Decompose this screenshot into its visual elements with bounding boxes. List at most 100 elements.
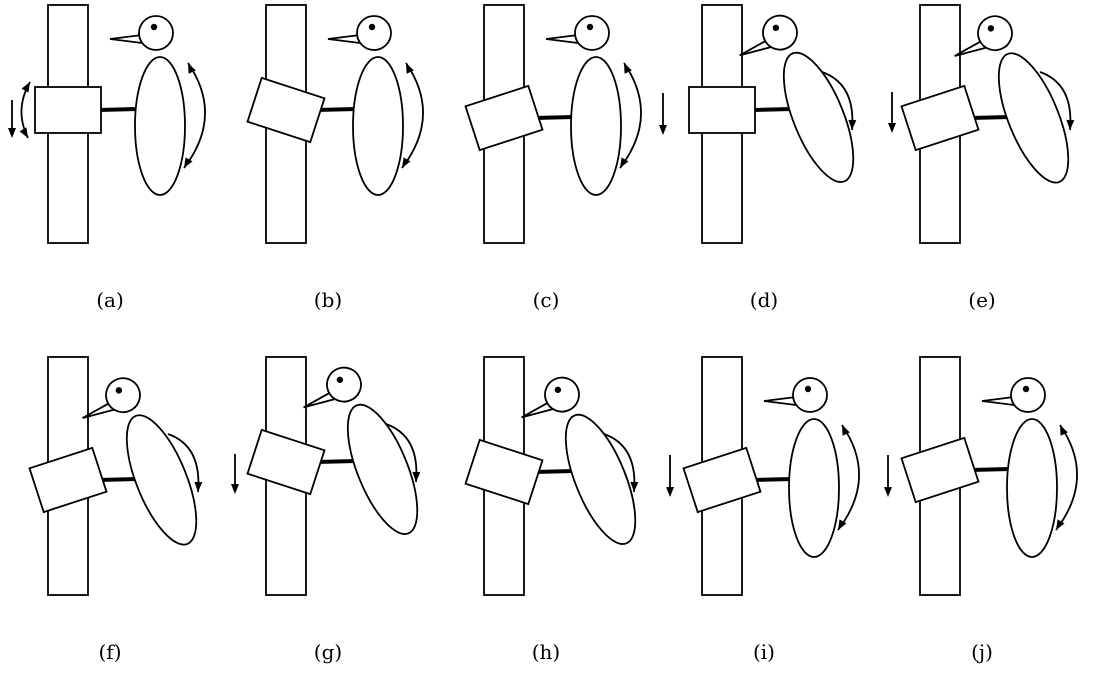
panel-i: (i) bbox=[654, 352, 860, 682]
woodpecker-toy-diagram bbox=[246, 4, 424, 244]
arrowhead bbox=[884, 487, 892, 497]
woodpecker-toy-diagram bbox=[464, 356, 639, 596]
woodpecker-toy-diagram bbox=[688, 4, 857, 244]
bird-head bbox=[544, 376, 580, 413]
beak bbox=[545, 33, 579, 45]
arrowhead bbox=[842, 425, 850, 436]
swing-arrow bbox=[183, 62, 206, 169]
spring-rod bbox=[533, 469, 575, 474]
arrowhead bbox=[19, 127, 28, 138]
eye bbox=[336, 376, 344, 383]
woodpecker bbox=[981, 377, 1058, 558]
woodpecker-toy-diagram bbox=[246, 356, 421, 596]
arrowhead bbox=[624, 63, 632, 74]
panel-label: (e) bbox=[968, 288, 996, 312]
panel-label: (f) bbox=[98, 640, 122, 664]
spring-rod bbox=[969, 467, 1011, 472]
spring-rod bbox=[751, 107, 793, 112]
sleeve-collar bbox=[464, 84, 544, 152]
beak bbox=[327, 33, 361, 45]
spring-rod bbox=[533, 115, 575, 120]
arrowhead bbox=[659, 125, 667, 135]
sleeve-collar bbox=[688, 86, 756, 134]
woodpecker bbox=[954, 15, 1070, 184]
panel-b: (b) bbox=[218, 0, 424, 330]
eye bbox=[115, 387, 123, 394]
panel-label: (d) bbox=[749, 288, 779, 312]
bird-body bbox=[782, 51, 855, 183]
bird-body bbox=[570, 56, 622, 196]
panel-label: (j) bbox=[971, 640, 993, 664]
arrowhead bbox=[8, 128, 16, 138]
woodpecker bbox=[109, 15, 186, 196]
beak bbox=[763, 395, 797, 407]
panel-label: (h) bbox=[531, 640, 561, 664]
eye bbox=[772, 24, 780, 31]
swing-arrow bbox=[1055, 424, 1078, 531]
arrowhead bbox=[188, 63, 196, 74]
sleeve-collar bbox=[464, 438, 544, 506]
woodpecker bbox=[545, 15, 622, 196]
arrowhead bbox=[838, 519, 847, 530]
arrowhead bbox=[412, 471, 421, 482]
panel-label: (g) bbox=[313, 640, 343, 664]
panel-c: (c) bbox=[436, 0, 667, 330]
panel-label: (b) bbox=[313, 288, 343, 312]
woodpecker-toy-diagram bbox=[464, 4, 667, 244]
arrowhead bbox=[1060, 425, 1068, 436]
bird-head bbox=[574, 15, 610, 51]
panel-label: (i) bbox=[752, 640, 775, 664]
spring-rod bbox=[751, 477, 793, 482]
bird-head bbox=[326, 366, 362, 403]
panel-d: (d) bbox=[654, 0, 857, 330]
woodpecker bbox=[521, 376, 637, 545]
beak bbox=[981, 395, 1015, 407]
arrowhead bbox=[1056, 519, 1065, 530]
arrowhead bbox=[406, 63, 414, 74]
eye bbox=[804, 385, 812, 393]
arrowhead bbox=[184, 157, 193, 168]
arrowhead bbox=[888, 123, 896, 133]
bird-head bbox=[1010, 377, 1046, 413]
woodpecker bbox=[303, 366, 419, 535]
eye bbox=[554, 386, 562, 393]
bird-body bbox=[346, 403, 419, 535]
eye bbox=[987, 25, 995, 32]
panel-a: (a) bbox=[0, 0, 206, 330]
sleeve-collar bbox=[246, 428, 326, 496]
woodpecker bbox=[82, 377, 198, 546]
panel-e: (e) bbox=[872, 0, 1075, 330]
eye bbox=[586, 23, 594, 31]
arrowhead bbox=[194, 481, 203, 492]
bird-head bbox=[792, 377, 828, 413]
woodpecker-toy-diagram bbox=[8, 4, 206, 244]
bird-body bbox=[125, 414, 198, 546]
eye bbox=[150, 23, 158, 31]
woodpecker bbox=[327, 15, 404, 196]
spring-rod bbox=[315, 107, 357, 112]
panel-label: (c) bbox=[532, 288, 560, 312]
arrowhead bbox=[21, 82, 30, 93]
beak bbox=[109, 33, 143, 45]
panel-f: (f) bbox=[0, 352, 239, 682]
bird-head bbox=[977, 15, 1013, 52]
woodpecker-toy-diagram bbox=[888, 4, 1075, 244]
bird-body bbox=[788, 418, 840, 558]
bird-head bbox=[762, 14, 798, 51]
arrowhead bbox=[231, 484, 239, 494]
bird-head bbox=[105, 377, 141, 414]
swing-arrow bbox=[619, 62, 642, 169]
bird-body bbox=[1006, 418, 1058, 558]
spring-rod bbox=[969, 115, 1011, 120]
arrowhead bbox=[1066, 119, 1075, 130]
panel-g: (g) bbox=[218, 352, 421, 682]
eye bbox=[368, 23, 376, 31]
arrowhead bbox=[630, 481, 639, 492]
bird-body bbox=[134, 56, 186, 196]
spring-rod bbox=[97, 477, 139, 482]
bird-head bbox=[138, 15, 174, 51]
arrowhead bbox=[848, 119, 857, 130]
eye bbox=[1022, 385, 1030, 393]
bird-head bbox=[356, 15, 392, 51]
arrowhead bbox=[666, 487, 674, 497]
